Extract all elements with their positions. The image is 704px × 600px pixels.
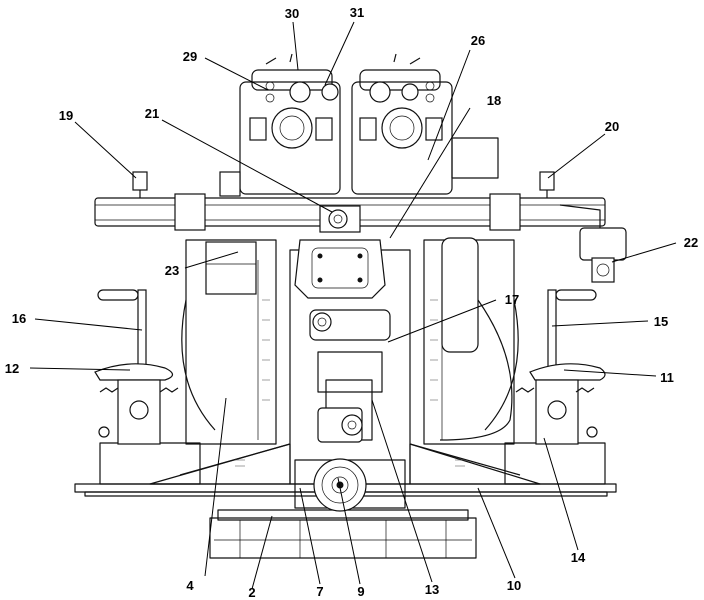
callout-20: 20 bbox=[605, 119, 619, 134]
callout-10: 10 bbox=[507, 578, 521, 593]
callout-7: 7 bbox=[316, 584, 323, 599]
callout-19: 19 bbox=[59, 108, 73, 123]
hydraulic-cylinder bbox=[439, 237, 513, 441]
callout-17: 17 bbox=[505, 292, 519, 307]
callout-18: 18 bbox=[487, 93, 501, 108]
base-footing bbox=[209, 509, 477, 559]
callout-2: 2 bbox=[248, 585, 255, 600]
callout-21: 21 bbox=[145, 106, 159, 121]
callout-9: 9 bbox=[357, 584, 364, 599]
valve-assembly bbox=[559, 204, 627, 283]
gear-box bbox=[294, 239, 386, 299]
clamp-assemblies bbox=[94, 363, 606, 445]
leader-lines bbox=[29, 21, 677, 590]
upper-roll-units bbox=[239, 53, 499, 195]
callout-labels: 2 4 7 9 10 11 12 13 14 15 16 17 18 19 20… bbox=[5, 5, 698, 600]
callout-15: 15 bbox=[654, 314, 668, 329]
callout-22: 22 bbox=[684, 235, 698, 250]
callout-11: 11 bbox=[660, 370, 674, 385]
callout-26: 26 bbox=[471, 33, 485, 48]
central-column bbox=[289, 249, 411, 485]
control-box bbox=[205, 241, 257, 295]
callout-4: 4 bbox=[186, 578, 194, 593]
callout-23: 23 bbox=[165, 263, 179, 278]
callout-29: 29 bbox=[183, 49, 197, 64]
callout-16: 16 bbox=[12, 311, 26, 326]
callout-31: 31 bbox=[350, 5, 364, 20]
bottom-roller bbox=[294, 458, 406, 512]
cross-beam bbox=[94, 193, 606, 233]
callout-13: 13 bbox=[425, 582, 439, 597]
callout-30: 30 bbox=[285, 6, 299, 21]
callout-12: 12 bbox=[5, 361, 19, 376]
callout-14: 14 bbox=[571, 550, 586, 565]
side-devices bbox=[132, 171, 555, 198]
